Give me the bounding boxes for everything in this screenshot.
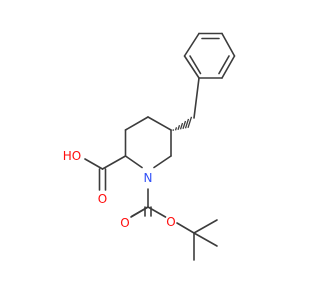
piperidine-ring [124, 116, 172, 169]
bond [221, 32, 236, 57]
bond [124, 155, 143, 169]
bond [187, 116, 193, 128]
bond [193, 219, 218, 234]
bond [193, 77, 200, 119]
bond [174, 127, 178, 131]
bond [182, 120, 187, 129]
bond [193, 232, 218, 247]
bond [221, 55, 236, 79]
chemical-structure: HO N O O O [63, 32, 236, 261]
bond [124, 116, 149, 131]
carbonyl-oxygen-boc-label: O [120, 216, 129, 230]
benzene-ring [183, 32, 236, 79]
nitrogen-label: N [144, 171, 153, 185]
bond [183, 32, 200, 57]
boc-group [130, 188, 218, 261]
bond [184, 118, 190, 129]
ester-oxygen-label: O [166, 215, 175, 229]
carbonyl-oxygen-acid-label: O [98, 192, 107, 206]
bond [101, 155, 127, 170]
bond [176, 222, 195, 234]
bond [189, 55, 202, 75]
bond [183, 55, 200, 79]
bond [218, 55, 230, 75]
hydroxyl-label: HO [63, 149, 81, 163]
bond [130, 206, 149, 218]
bond [153, 155, 172, 169]
bond [179, 122, 184, 130]
bond [177, 124, 181, 131]
carboxylic-acid-group [84, 155, 127, 191]
bond [172, 129, 175, 132]
stereo-hashed-wedge [172, 116, 193, 132]
bond [84, 158, 104, 170]
bond [147, 116, 172, 131]
